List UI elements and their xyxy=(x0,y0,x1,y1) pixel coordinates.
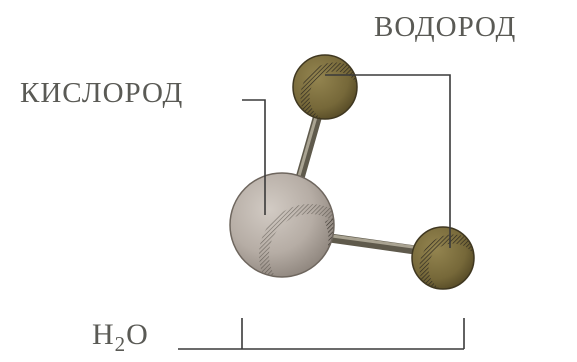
bond-oxygen-hydrogen-top xyxy=(295,110,323,183)
hydrogen-label: ВОДОРОД xyxy=(374,11,517,43)
hydrogen-leader-line xyxy=(325,74,451,248)
formula-label: H2O xyxy=(92,318,148,355)
hydrogen-atom-top xyxy=(292,54,358,120)
bond-oxygen-hydrogen-right xyxy=(325,233,420,255)
formula-subscript: 2 xyxy=(114,332,126,356)
oxygen-leader-line xyxy=(242,99,266,215)
formula-oxygen: O xyxy=(126,318,148,351)
hydrogen-atom-right xyxy=(411,226,475,290)
formula-hydrogen: H xyxy=(92,318,114,351)
oxygen-label: КИСЛОРОД xyxy=(20,77,184,109)
